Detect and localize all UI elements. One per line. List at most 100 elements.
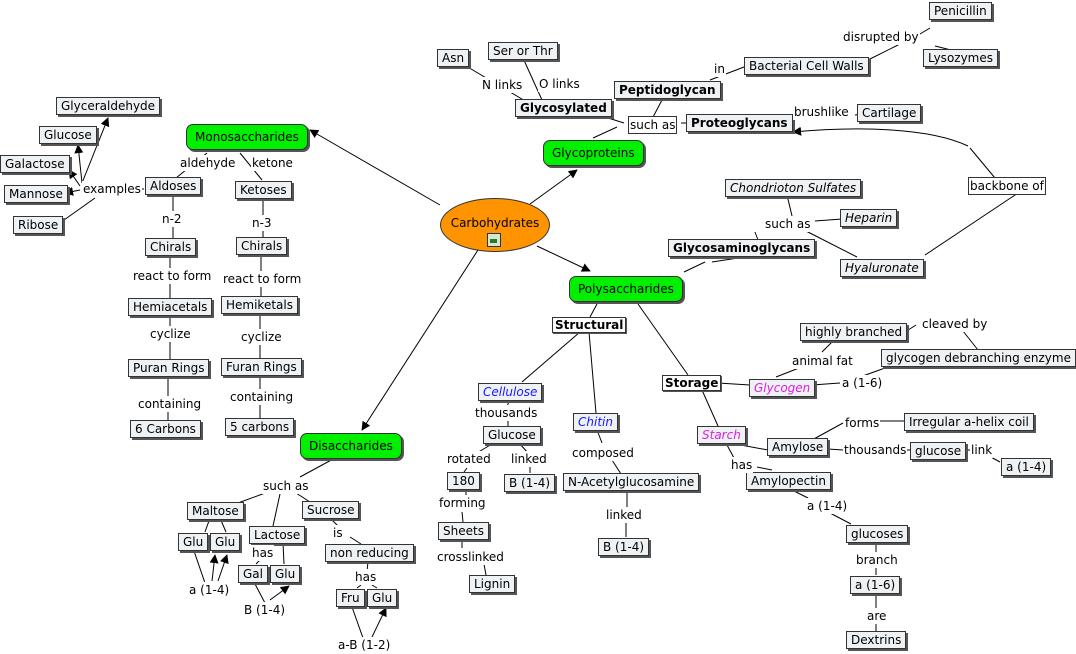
hemiacetals-node[interactable]: Hemiacetals	[128, 298, 213, 316]
amylose-node[interactable]: Amylose	[767, 438, 829, 456]
such-as-label: such as	[764, 216, 812, 232]
mannose-node[interactable]: Mannose	[4, 185, 68, 203]
lactose-node[interactable]: Lactose	[249, 526, 306, 544]
branch-label: branch	[855, 552, 899, 568]
in-label: in	[713, 61, 726, 77]
disrupted-by-label: disrupted by	[842, 29, 920, 45]
o-links-label: O links	[538, 76, 581, 92]
glycosylated-node[interactable]: Glycosylated	[515, 99, 612, 117]
debranching-enzyme-node[interactable]: glycogen debranching enzyme	[881, 349, 1076, 367]
aldoses-node[interactable]: Aldoses	[145, 177, 202, 195]
has-label: has	[251, 545, 275, 561]
crosslinked-label: crosslinked	[436, 549, 505, 565]
linked-label: linked	[605, 507, 643, 523]
thousands-label: thousands	[474, 405, 539, 421]
animal-fat-label: animal fat	[791, 353, 854, 369]
storage-node[interactable]: Storage	[662, 375, 722, 391]
b14-chitin-node[interactable]: B (1-4)	[598, 538, 650, 556]
linked-label: linked	[510, 451, 548, 467]
chitin-node[interactable]: Chitin	[573, 413, 618, 431]
asn-node[interactable]: Asn	[437, 49, 470, 67]
five-carbons-node[interactable]: 5 carbons	[225, 418, 295, 436]
cleaved-by-label: cleaved by	[921, 316, 989, 332]
a14-amylose-node[interactable]: a (1-4)	[1001, 458, 1052, 476]
puran-rings-node[interactable]: Puran Rings	[128, 359, 210, 377]
image-icon[interactable]	[487, 233, 501, 247]
glucoses-node[interactable]: glucoses	[846, 525, 909, 543]
lysozymes-node[interactable]: Lysozymes	[923, 49, 999, 67]
starch-node[interactable]: Starch	[697, 426, 746, 444]
glu-maltose-1-node[interactable]: Glu	[178, 533, 209, 551]
peptidoglycan-node[interactable]: Peptidoglycan	[614, 81, 721, 99]
ab12-sucrose-label: a-B (1-2)	[337, 637, 392, 653]
thousands-label: thousands	[843, 442, 908, 458]
polysaccharides-node[interactable]: Polysaccharides	[569, 276, 683, 302]
carbohydrates-node[interactable]: Carbohydrates	[440, 198, 550, 252]
n-2-label: n-2	[161, 211, 183, 227]
bacterial-cell-walls-node[interactable]: Bacterial Cell Walls	[744, 57, 869, 75]
cyclize-label: cyclize	[240, 329, 283, 345]
glyceraldehyde-node[interactable]: Glyceraldehyde	[56, 97, 161, 115]
highly-branched-node[interactable]: highly branched	[800, 323, 908, 341]
a16-glycogen-label: a (1-6)	[841, 375, 884, 391]
galactose-node[interactable]: Galactose	[0, 155, 70, 173]
amylopectin-node[interactable]: Amylopectin	[746, 472, 831, 490]
ketone-label: ketone	[251, 155, 294, 171]
180-node[interactable]: 180	[447, 472, 480, 490]
chirals-ketose-node[interactable]: Chirals	[236, 237, 288, 255]
chondroiton-sulfates-node[interactable]: Chondrioton Sulfates	[725, 179, 862, 197]
irregular-helix-node[interactable]: Irregular a-helix coil	[904, 413, 1034, 431]
glucose-node[interactable]: Glucose	[39, 126, 97, 144]
aldehyde-label: aldehyde	[179, 155, 237, 171]
non-reducing-node[interactable]: non reducing	[325, 544, 414, 562]
dextrins-node[interactable]: Dextrins	[846, 631, 907, 649]
glu-lactose-node[interactable]: Glu	[270, 565, 301, 583]
forming-label: forming	[438, 495, 487, 511]
link-label: link	[970, 442, 994, 458]
n-links-label: N links	[481, 77, 524, 93]
chirals-aldose-node[interactable]: Chirals	[145, 238, 197, 256]
ribose-node[interactable]: Ribose	[13, 216, 64, 234]
a16-amylopectin-node[interactable]: a (1-6)	[850, 576, 901, 594]
a14-maltose-label: a (1-4)	[188, 582, 231, 598]
structural-node[interactable]: Structural	[552, 317, 627, 333]
glu-maltose-2-node[interactable]: Glu	[210, 533, 241, 551]
is-label: is	[332, 525, 344, 541]
disaccharides-node[interactable]: Disaccharides	[300, 433, 402, 459]
six-carbons-node[interactable]: 6 Carbons	[130, 420, 201, 438]
cellulose-node[interactable]: Cellulose	[478, 383, 543, 401]
cartilage-node[interactable]: Cartilage	[857, 104, 922, 122]
sheets-node[interactable]: Sheets	[438, 522, 489, 540]
heparin-node[interactable]: Heparin	[840, 209, 898, 227]
lignin-node[interactable]: Lignin	[469, 575, 516, 593]
b14-cellulose-node[interactable]: B (1-4)	[504, 474, 556, 492]
hyaluronate-node[interactable]: Hyaluronate	[840, 259, 924, 277]
such-as-label: such as	[262, 478, 310, 494]
glycogen-node[interactable]: Glycogen	[749, 379, 816, 397]
such-as-label: such as	[628, 116, 678, 134]
ser-thr-node[interactable]: Ser or Thr	[488, 42, 558, 60]
ketoses-node[interactable]: Ketoses	[235, 181, 292, 199]
fru-node[interactable]: Fru	[336, 589, 365, 607]
carbohydrates-label: Carbohydrates	[450, 216, 540, 230]
maltose-node[interactable]: Maltose	[187, 502, 244, 520]
forms-label: forms	[844, 415, 881, 431]
glycosaminoglycans-node[interactable]: Glycosaminoglycans	[668, 239, 816, 257]
furan-rings-node[interactable]: Furan Rings	[221, 358, 302, 376]
monosaccharides-node[interactable]: Monosaccharides	[186, 124, 308, 150]
glycoproteins-node[interactable]: Glycoproteins	[543, 140, 644, 166]
glu-sucrose-node[interactable]: Glu	[367, 589, 398, 607]
a14-amylopectin-label: a (1-4)	[806, 498, 849, 514]
b14-lactose-label: B (1-4)	[243, 602, 287, 618]
glucose-amylose-node[interactable]: glucose	[910, 442, 967, 460]
sucrose-node[interactable]: Sucrose	[302, 501, 360, 519]
react-to-form-label: react to form	[132, 268, 213, 284]
glucose-cellulose-node[interactable]: Glucose	[483, 426, 541, 444]
proteoglycans-node[interactable]: Proteoglycans	[686, 114, 793, 132]
hemiketals-node[interactable]: Hemiketals	[221, 296, 298, 314]
penicillin-node[interactable]: Penicillin	[929, 2, 992, 20]
backbone-of-label: backbone of	[968, 177, 1046, 195]
n-acetylglucosamine-node[interactable]: N-Acetylglucosamine	[563, 473, 700, 491]
gal-node[interactable]: Gal	[238, 565, 268, 583]
